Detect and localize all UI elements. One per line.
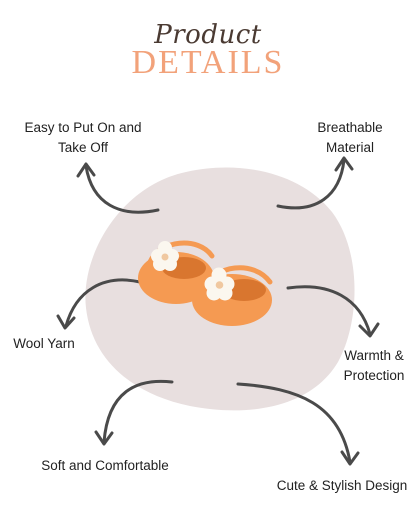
flower-left-icon xyxy=(151,241,179,271)
page-title: DETAILS xyxy=(131,44,285,81)
feature-warmth-line2: Protection xyxy=(343,368,405,383)
arrow-easy-icon xyxy=(76,162,160,214)
feature-cute-label: Cute & Stylish Design xyxy=(270,476,414,496)
flower-right-icon xyxy=(204,267,235,301)
feature-warmth-label: Warmth & Protection xyxy=(334,346,414,386)
feature-wool-line1: Wool Yarn xyxy=(13,336,75,351)
feature-wool-label: Wool Yarn xyxy=(6,334,82,354)
feature-soft-line1: Soft and Comfortable xyxy=(41,458,169,473)
arrow-breathable-icon xyxy=(276,156,354,210)
feature-cute-line1: Cute & Stylish Design xyxy=(276,478,408,493)
feature-breathable-line1: Breathable xyxy=(317,120,383,135)
title-script: Product xyxy=(154,20,262,50)
feature-easy-line2: Take Off xyxy=(57,140,109,155)
arrow-soft-icon xyxy=(94,379,174,446)
feature-warmth-line1: Warmth & xyxy=(344,348,404,363)
feature-easy-label: Easy to Put On and Take Off xyxy=(18,118,148,158)
arrow-wool-icon xyxy=(56,278,142,330)
feature-breathable-label: Breathable Material xyxy=(300,118,400,158)
bootie-right-icon xyxy=(192,265,273,326)
arrow-cute-icon xyxy=(236,382,360,466)
arrow-warmth-icon xyxy=(286,285,380,338)
feature-easy-line1: Easy to Put On and xyxy=(24,120,142,135)
feature-breathable-line2: Material xyxy=(325,140,374,155)
feature-soft-label: Soft and Comfortable xyxy=(30,456,180,476)
